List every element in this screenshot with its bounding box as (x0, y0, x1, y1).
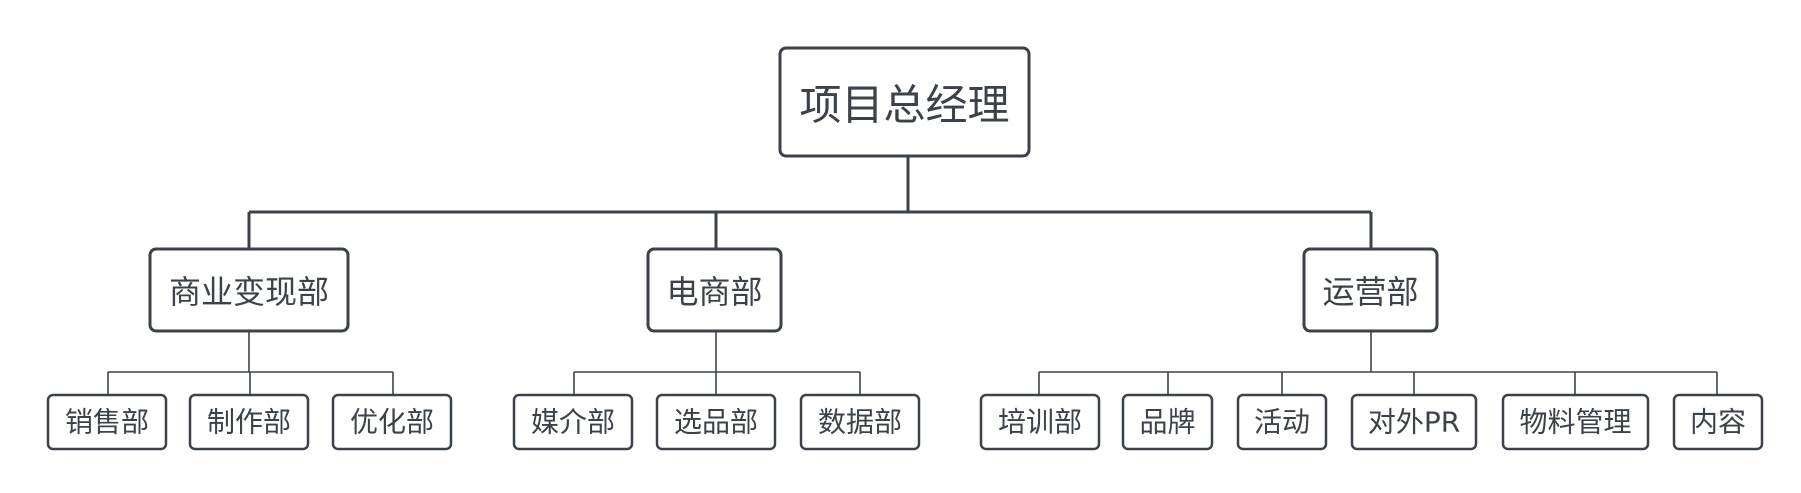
node-training: 培训部 (979, 393, 1101, 451)
node-data-label: 数据部 (818, 406, 902, 439)
node-sales-box (46, 393, 168, 451)
node-sales: 销售部 (46, 393, 168, 451)
node-content: 内容 (1672, 393, 1764, 451)
node-external-pr: 对外PR (1350, 393, 1478, 451)
connectors (107, 156, 1718, 395)
node-commercial-box (148, 247, 350, 333)
node-training-label: 培训部 (998, 406, 1082, 439)
node-external-pr-label: 对外PR (1368, 406, 1460, 439)
node-events-label: 活动 (1254, 406, 1310, 439)
node-materials-box (1501, 393, 1650, 451)
node-materials-label: 物料管理 (1519, 406, 1631, 439)
node-production-label: 制作部 (207, 406, 291, 439)
node-content-label: 内容 (1690, 406, 1746, 439)
node-events: 活动 (1236, 393, 1328, 451)
node-root: 项目总经理 (778, 46, 1031, 158)
node-production-box (188, 393, 310, 451)
node-media-box (512, 393, 634, 451)
node-production: 制作部 (188, 393, 310, 451)
node-optimization: 优化部 (331, 393, 453, 451)
node-commercial-label: 商业变现部 (169, 273, 329, 311)
node-ecommerce-box (646, 247, 783, 333)
node-media: 媒介部 (512, 393, 634, 451)
node-optimization-box (331, 393, 453, 451)
node-sales-label: 销售部 (65, 406, 149, 439)
node-data: 数据部 (799, 393, 921, 451)
node-selection-label: 选品部 (674, 406, 758, 439)
node-brand-box (1121, 393, 1214, 451)
branch-connector-commercial (107, 331, 394, 395)
branch-connector-ecommerce (573, 331, 861, 395)
node-root-label: 项目总经理 (799, 81, 1009, 130)
node-training-box (979, 393, 1101, 451)
node-brand-label: 品牌 (1139, 406, 1195, 439)
node-external-pr-box (1350, 393, 1478, 451)
node-root-box (778, 46, 1031, 158)
node-optimization-label: 优化部 (350, 406, 434, 439)
node-ecommerce: 电商部 (646, 247, 783, 333)
node-media-label: 媒介部 (531, 406, 615, 439)
node-selection-box (655, 393, 777, 451)
node-events-box (1236, 393, 1328, 451)
node-content-box (1672, 393, 1764, 451)
node-operations-label: 运营部 (1322, 273, 1418, 311)
node-ecommerce-label: 电商部 (666, 273, 762, 311)
root-connector (247, 156, 1373, 249)
node-operations: 运营部 (1302, 247, 1439, 333)
node-commercial: 商业变现部 (148, 247, 350, 333)
node-data-box (799, 393, 921, 451)
node-materials: 物料管理 (1501, 393, 1650, 451)
node-brand: 品牌 (1121, 393, 1214, 451)
branch-connector-operations (1038, 331, 1718, 395)
node-selection: 选品部 (655, 393, 777, 451)
node-operations-box (1302, 247, 1439, 333)
